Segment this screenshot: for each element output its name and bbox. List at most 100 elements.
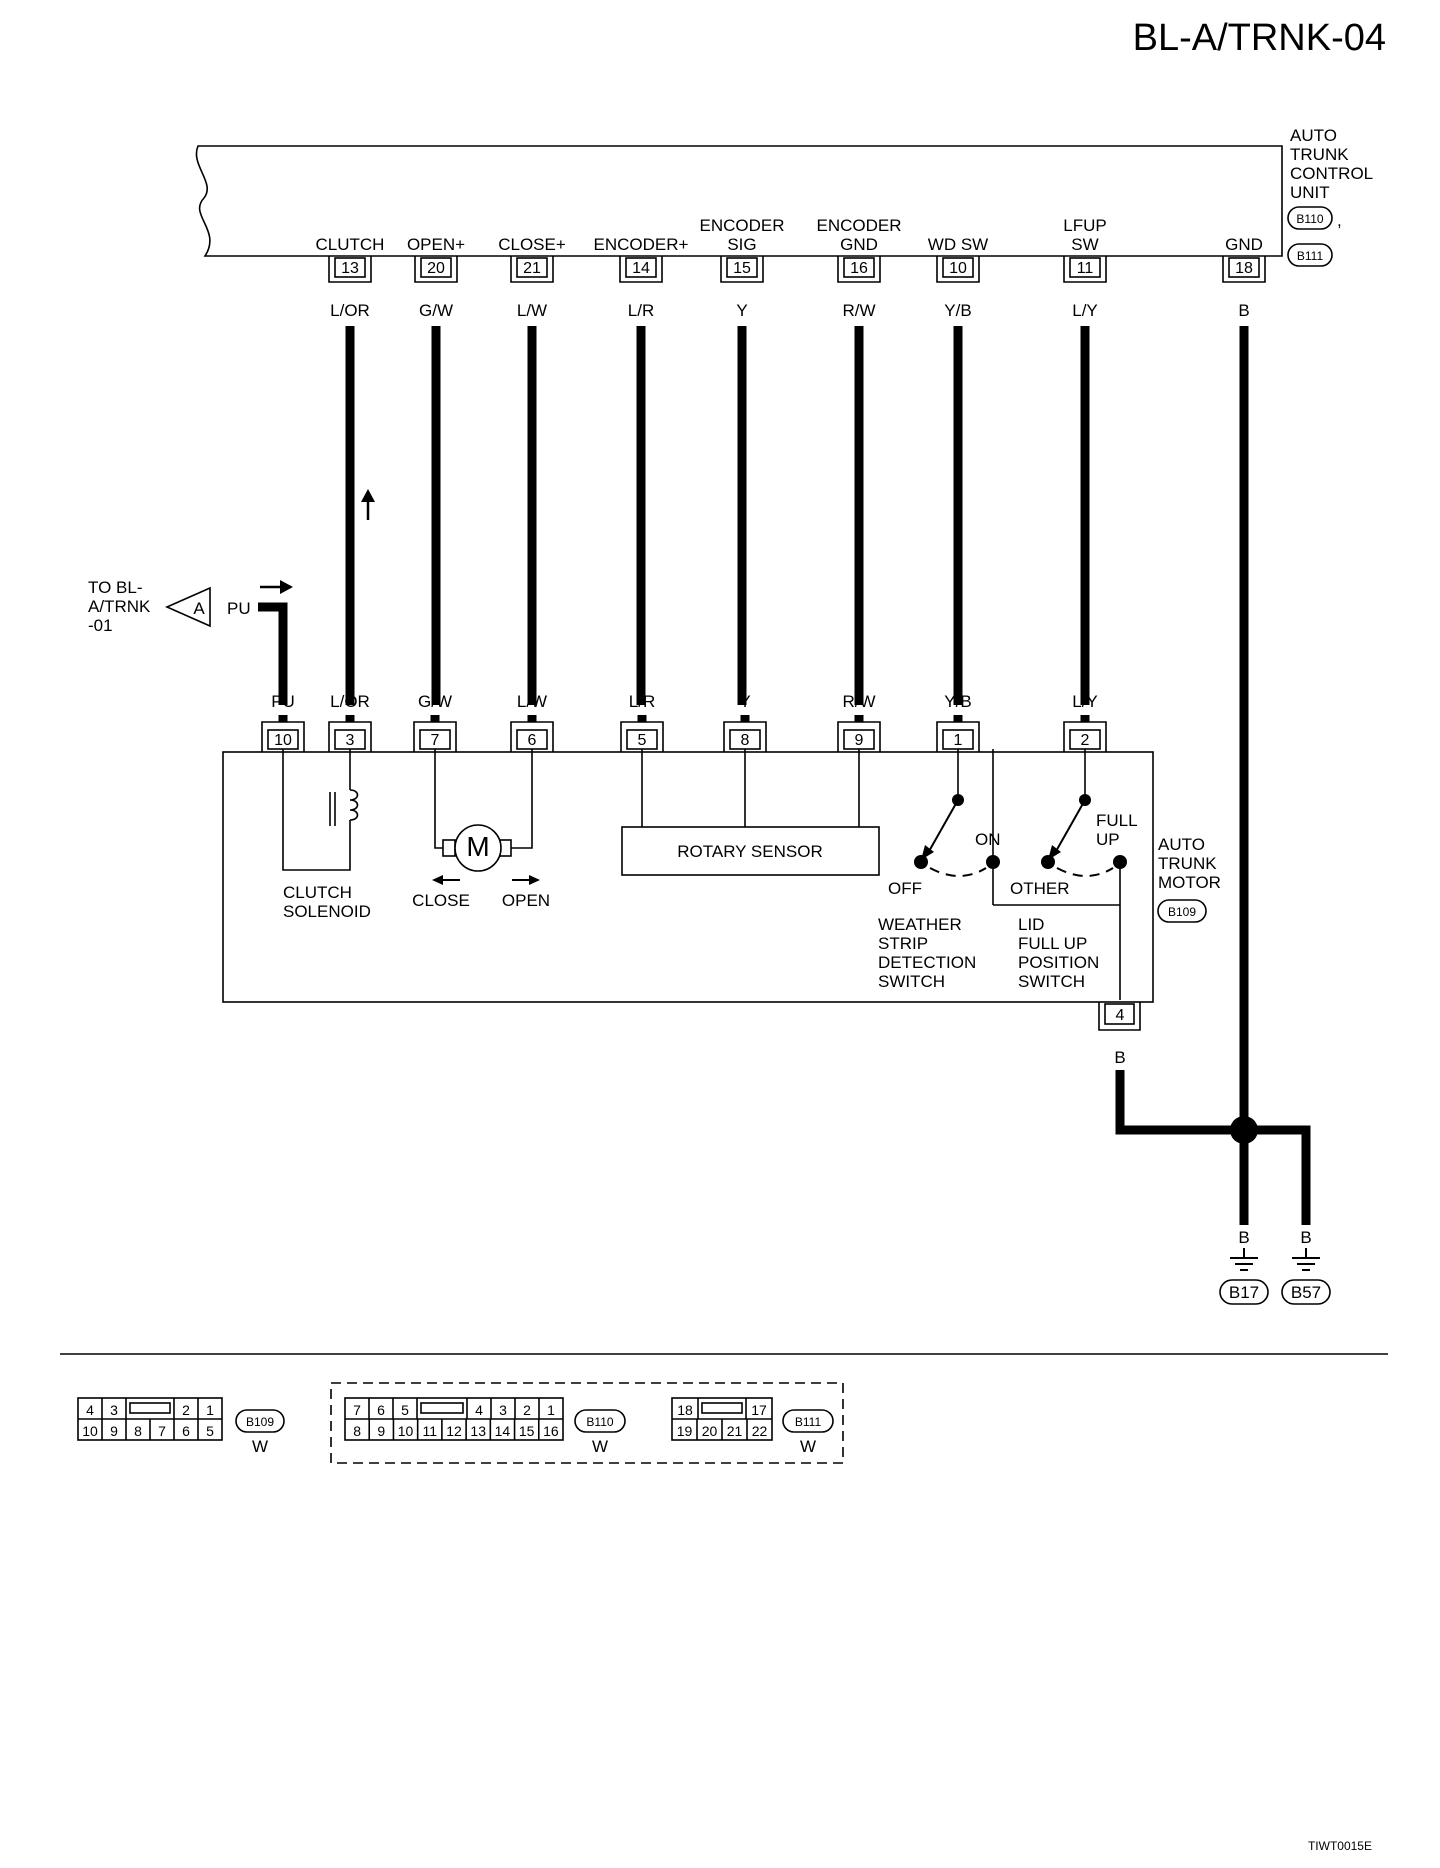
mu-wire-color: L/OR (330, 692, 370, 711)
cu-terminal-label: SW (1071, 235, 1098, 254)
svg-text:WEATHER: WEATHER (878, 915, 962, 934)
clutch-solenoid-label: CLUTCH SOLENOID (283, 883, 371, 921)
mu-terminal-1: Y/B1 (936, 692, 980, 752)
mu-terminal-2: L/Y2 (1063, 692, 1107, 752)
control-unit-label: AUTO TRUNK CONTROL UNIT (1290, 126, 1373, 202)
cu-wire-color: L/OR (330, 301, 370, 320)
cu-wire-color: Y (736, 301, 747, 320)
svg-text:B111: B111 (795, 1415, 822, 1429)
pin-cell: 5 (206, 1423, 214, 1439)
svg-text:CLUTCH: CLUTCH (283, 883, 352, 902)
cu-terminal-label: SIG (727, 235, 756, 254)
open-arrow-icon (512, 875, 540, 885)
ws-switch-on-label: ON (975, 830, 1001, 849)
connector-separator: , (1337, 211, 1342, 230)
cu-terminal-14: ENCODER+14L/R (594, 235, 689, 320)
mu-wire-color: Y (739, 692, 750, 711)
svg-text:4: 4 (1116, 1007, 1125, 1024)
cu-terminal-label: GND (840, 235, 878, 254)
svg-text:A: A (193, 599, 205, 618)
pin-cell: 8 (353, 1423, 361, 1439)
svg-text:B110: B110 (586, 1415, 613, 1429)
cu-terminal-21: CLOSE+21L/W (498, 235, 566, 320)
cu-terminal-pin: 14 (632, 260, 650, 277)
svg-text:FULL: FULL (1096, 811, 1138, 830)
ground-point-b17: B B17 (1219, 1228, 1269, 1305)
pin-cell: 12 (446, 1423, 462, 1439)
cu-terminal-pin: 11 (1077, 260, 1094, 277)
mu-terminal-pin: 8 (741, 732, 750, 749)
svg-text:TRUNK: TRUNK (1290, 145, 1349, 164)
svg-text:POSITION: POSITION (1018, 953, 1099, 972)
mu-terminal-6: L/W6 (510, 692, 554, 752)
svg-text:LID: LID (1018, 915, 1044, 934)
mu-terminal-pin: 9 (855, 732, 864, 749)
motor-unit-box (222, 751, 1154, 1003)
cu-terminal-pin: 20 (427, 260, 445, 277)
pin-cell: 4 (475, 1402, 483, 1418)
svg-text:UNIT: UNIT (1290, 183, 1330, 202)
ws-switch-name: WEATHER STRIP DETECTION SWITCH (878, 915, 976, 991)
pin-cell: 8 (134, 1423, 142, 1439)
open-label: OPEN (502, 891, 550, 910)
cu-terminal-pin: 15 (733, 260, 751, 277)
page-title: BL-A/TRNK-04 (1133, 17, 1386, 59)
motor-ground-terminal: 4 (1098, 1002, 1141, 1031)
pin-cell: 9 (377, 1423, 385, 1439)
svg-text:A/TRNK: A/TRNK (88, 597, 151, 616)
mu-terminal-pin: 7 (431, 732, 440, 749)
pin-cell: 10 (398, 1423, 414, 1439)
pin-cell: 21 (727, 1423, 743, 1439)
cu-terminal-20: OPEN+20G/W (407, 235, 465, 320)
svg-text:B110: B110 (1296, 212, 1323, 226)
svg-text:AUTO: AUTO (1158, 835, 1205, 854)
rotary-sensor-block: ROTARY SENSOR (621, 826, 880, 876)
pin-cell: 3 (110, 1402, 118, 1418)
mu-terminal-pin: 6 (528, 732, 537, 749)
ground-wire-b57 (1244, 1125, 1311, 1225)
pin-cell: 2 (182, 1402, 190, 1418)
svg-text:W: W (252, 1437, 268, 1456)
offpage-wire-color: PU (227, 599, 251, 618)
wire-harness (345, 326, 1090, 705)
svg-text:CONTROL: CONTROL (1290, 164, 1373, 183)
connector-badge-b111: B111 (1287, 243, 1333, 267)
svg-text:B: B (1300, 1228, 1311, 1247)
mu-terminal-pin: 10 (274, 732, 292, 749)
mu-terminal-7: G/W 7 (413, 692, 457, 752)
mu-wire-color: Y/B (944, 692, 971, 711)
ground-wire-motor (1115, 1070, 1244, 1135)
motor-unit-label: AUTO TRUNK MOTOR (1158, 835, 1221, 892)
pin-cell: 15 (519, 1423, 535, 1439)
cu-terminal-label: CLOSE+ (498, 235, 566, 254)
cu-terminal-label: OPEN+ (407, 235, 465, 254)
pin-cell: 17 (751, 1402, 767, 1418)
mu-wire-color: G/W (418, 692, 452, 711)
pin-cell: 10 (82, 1423, 98, 1439)
cu-terminal-label: GND (1225, 235, 1263, 254)
pin-cell: 11 (423, 1423, 438, 1439)
connector-badge-b110: B110 (1287, 206, 1333, 230)
rotary-sensor-leads (641, 749, 860, 827)
clutch-solenoid-symbol (282, 749, 359, 871)
pin-cell: 22 (752, 1423, 768, 1439)
cu-wire-color: L/Y (1072, 301, 1098, 320)
svg-text:M: M (466, 831, 489, 862)
mu-terminal-pin: 3 (346, 732, 355, 749)
svg-text:TO BL-: TO BL- (88, 578, 142, 597)
offpage-label: TO BL- A/TRNK -01 (88, 578, 151, 635)
cu-terminal-label: ENCODER (816, 216, 901, 235)
pin-cell: 16 (543, 1423, 559, 1439)
pin-cell: 7 (158, 1423, 166, 1439)
pin-cell: 13 (470, 1423, 486, 1439)
svg-text:-01: -01 (88, 616, 113, 635)
close-arrow-icon (432, 875, 460, 885)
